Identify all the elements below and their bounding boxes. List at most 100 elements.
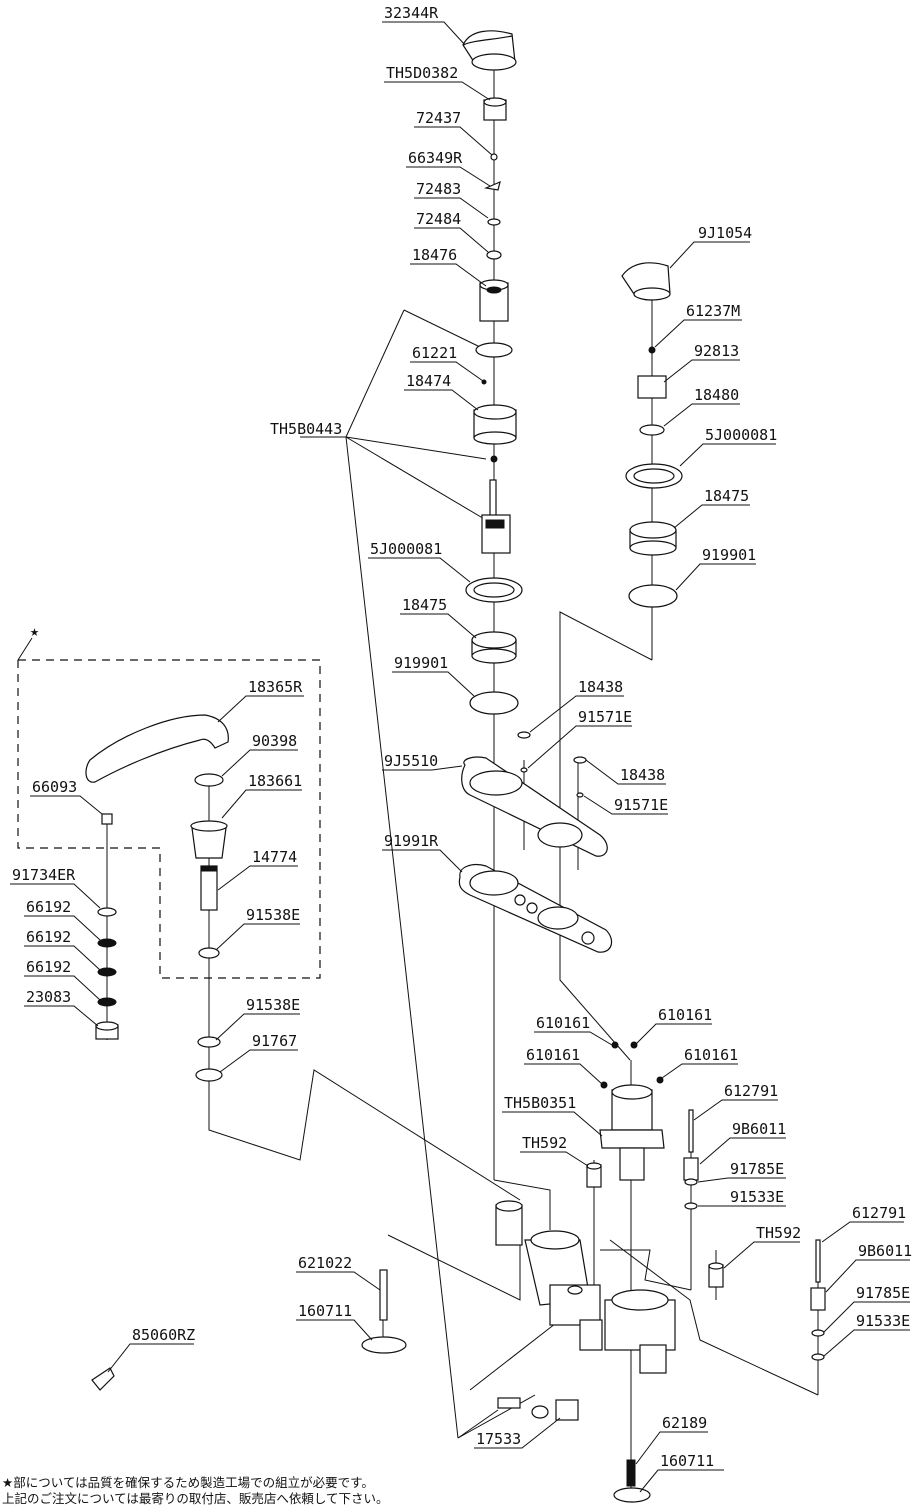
label-610161-b: 610161 (658, 1006, 712, 1024)
label-919901-b: 919901 (702, 546, 756, 564)
label-18480: 18480 (694, 386, 739, 404)
handle-lever-32344R (462, 30, 517, 71)
plate-160711-b (613, 1487, 651, 1503)
part-92813 (637, 375, 667, 399)
label-72437: 72437 (416, 109, 461, 127)
label-18365R: 18365R (248, 678, 303, 696)
handle-9J1054 (621, 262, 671, 301)
oring-17533 (531, 1405, 549, 1419)
cap-17533 (555, 1399, 579, 1421)
label-72484: 72484 (416, 210, 461, 228)
label-183661: 183661 (248, 772, 302, 790)
washer-91571E-a (520, 767, 528, 773)
check-9B6011-a (683, 1157, 699, 1181)
label-91571E-a: 91571E (578, 708, 632, 726)
footnote-line-2: 上記のご注文については最寄りの取付店、販売店へ依頼して下さい。 (2, 1491, 389, 1506)
oring-91538E-a (198, 947, 220, 959)
valve-body-TH5B0351 (599, 1084, 665, 1181)
ring-91767 (195, 1068, 223, 1082)
oring-91533E-b (811, 1353, 825, 1361)
oring-919901-b (628, 584, 678, 608)
label-61237M: 61237M (686, 302, 740, 320)
sleeve-18474 (473, 404, 517, 445)
label-62189: 62189 (662, 1414, 707, 1432)
footnote-line-1: ★部については品質を確保するため製造工場での組立が必要です。 (2, 1475, 374, 1490)
ring-66192-b (97, 967, 117, 977)
label-14774: 14774 (252, 848, 297, 866)
oring-91785E-b (811, 1329, 825, 1337)
oring-91538E-b (197, 1036, 221, 1048)
label-18474: 18474 (406, 372, 451, 390)
fitting-TH592-b (708, 1262, 724, 1288)
nut-183661 (190, 820, 228, 859)
faucet-main-body (495, 1200, 676, 1374)
check-9B6011-b (810, 1287, 826, 1311)
label-85060RZ: 85060RZ (132, 1326, 195, 1344)
ring-90398 (194, 773, 224, 787)
label-91734ER: 91734ER (12, 866, 76, 884)
clip-72483 (483, 180, 501, 191)
label-9J1054: 9J1054 (698, 224, 752, 242)
label-5J000081-a: 5J000081 (370, 540, 442, 558)
label-TH592-a: TH592 (522, 1134, 567, 1152)
screw-610161-d (656, 1076, 664, 1084)
label-610161-a: 610161 (536, 1014, 590, 1032)
label-91767: 91767 (252, 1032, 297, 1050)
label-18475-a: 18475 (402, 596, 447, 614)
screw-18438-a (517, 731, 531, 739)
ring-72437 (490, 153, 498, 161)
plate-9J5510 (461, 756, 608, 857)
label-9B6011-b: 9B6011 (858, 1242, 912, 1260)
label-66192-a: 66192 (26, 898, 71, 916)
label-610161-c: 610161 (526, 1046, 580, 1064)
label-17533: 17533 (476, 1430, 521, 1448)
label-66192-b: 66192 (26, 928, 71, 946)
plate-160711-a (361, 1336, 407, 1354)
label-612791-b: 612791 (852, 1204, 906, 1222)
label-61221: 61221 (412, 344, 457, 362)
label-91991R: 91991R (384, 832, 439, 850)
label-91538E-a: 91538E (246, 906, 300, 924)
cartridge (481, 479, 511, 554)
nut-18476 (479, 279, 509, 322)
label-TH592-b: TH592 (756, 1224, 801, 1242)
clip-66093 (101, 813, 113, 825)
screw-61237M (648, 346, 656, 354)
label-18476: 18476 (412, 246, 457, 264)
label-TH5D0382: TH5D0382 (386, 64, 458, 82)
label-90398: 90398 (252, 732, 297, 750)
screw-610161-a (611, 1041, 619, 1049)
ring-small (490, 455, 498, 463)
label-91785E-a: 91785E (730, 1160, 784, 1178)
star-mark: ★ (30, 622, 39, 640)
label-612791-a: 612791 (724, 1082, 778, 1100)
gasket-91991R (458, 864, 613, 953)
washer-91571E-b (576, 792, 584, 798)
label-91571E-b: 91571E (614, 796, 668, 814)
label-92813: 92813 (694, 342, 739, 360)
label-32344R: 32344R (384, 4, 439, 22)
label-23083: 23083 (26, 988, 71, 1006)
label-18475-b: 18475 (704, 487, 749, 505)
ring-18480 (639, 424, 665, 436)
oring-61221 (475, 342, 513, 358)
fitting-TH592-a (586, 1162, 602, 1188)
oring-91533E-a (684, 1202, 698, 1210)
label-TH5B0443: TH5B0443 (270, 420, 342, 438)
label-5J000081-b: 5J000081 (705, 426, 777, 444)
ring-72484 (487, 218, 501, 226)
ring-66192-c (97, 997, 117, 1007)
label-18438-a: 18438 (578, 678, 623, 696)
strainer-23083 (95, 1021, 119, 1040)
label-66349R: 66349R (408, 149, 463, 167)
label-621022: 621022 (298, 1254, 352, 1272)
key-85060RZ (91, 1367, 115, 1391)
screw-610161-c (600, 1081, 608, 1089)
screw-610161-b (630, 1041, 638, 1049)
label-610161-d: 610161 (684, 1046, 738, 1064)
fitting-17533-a (497, 1397, 521, 1409)
ring-extra (486, 250, 502, 260)
ring-18475-a (471, 631, 517, 664)
spout-18365R (85, 714, 229, 783)
